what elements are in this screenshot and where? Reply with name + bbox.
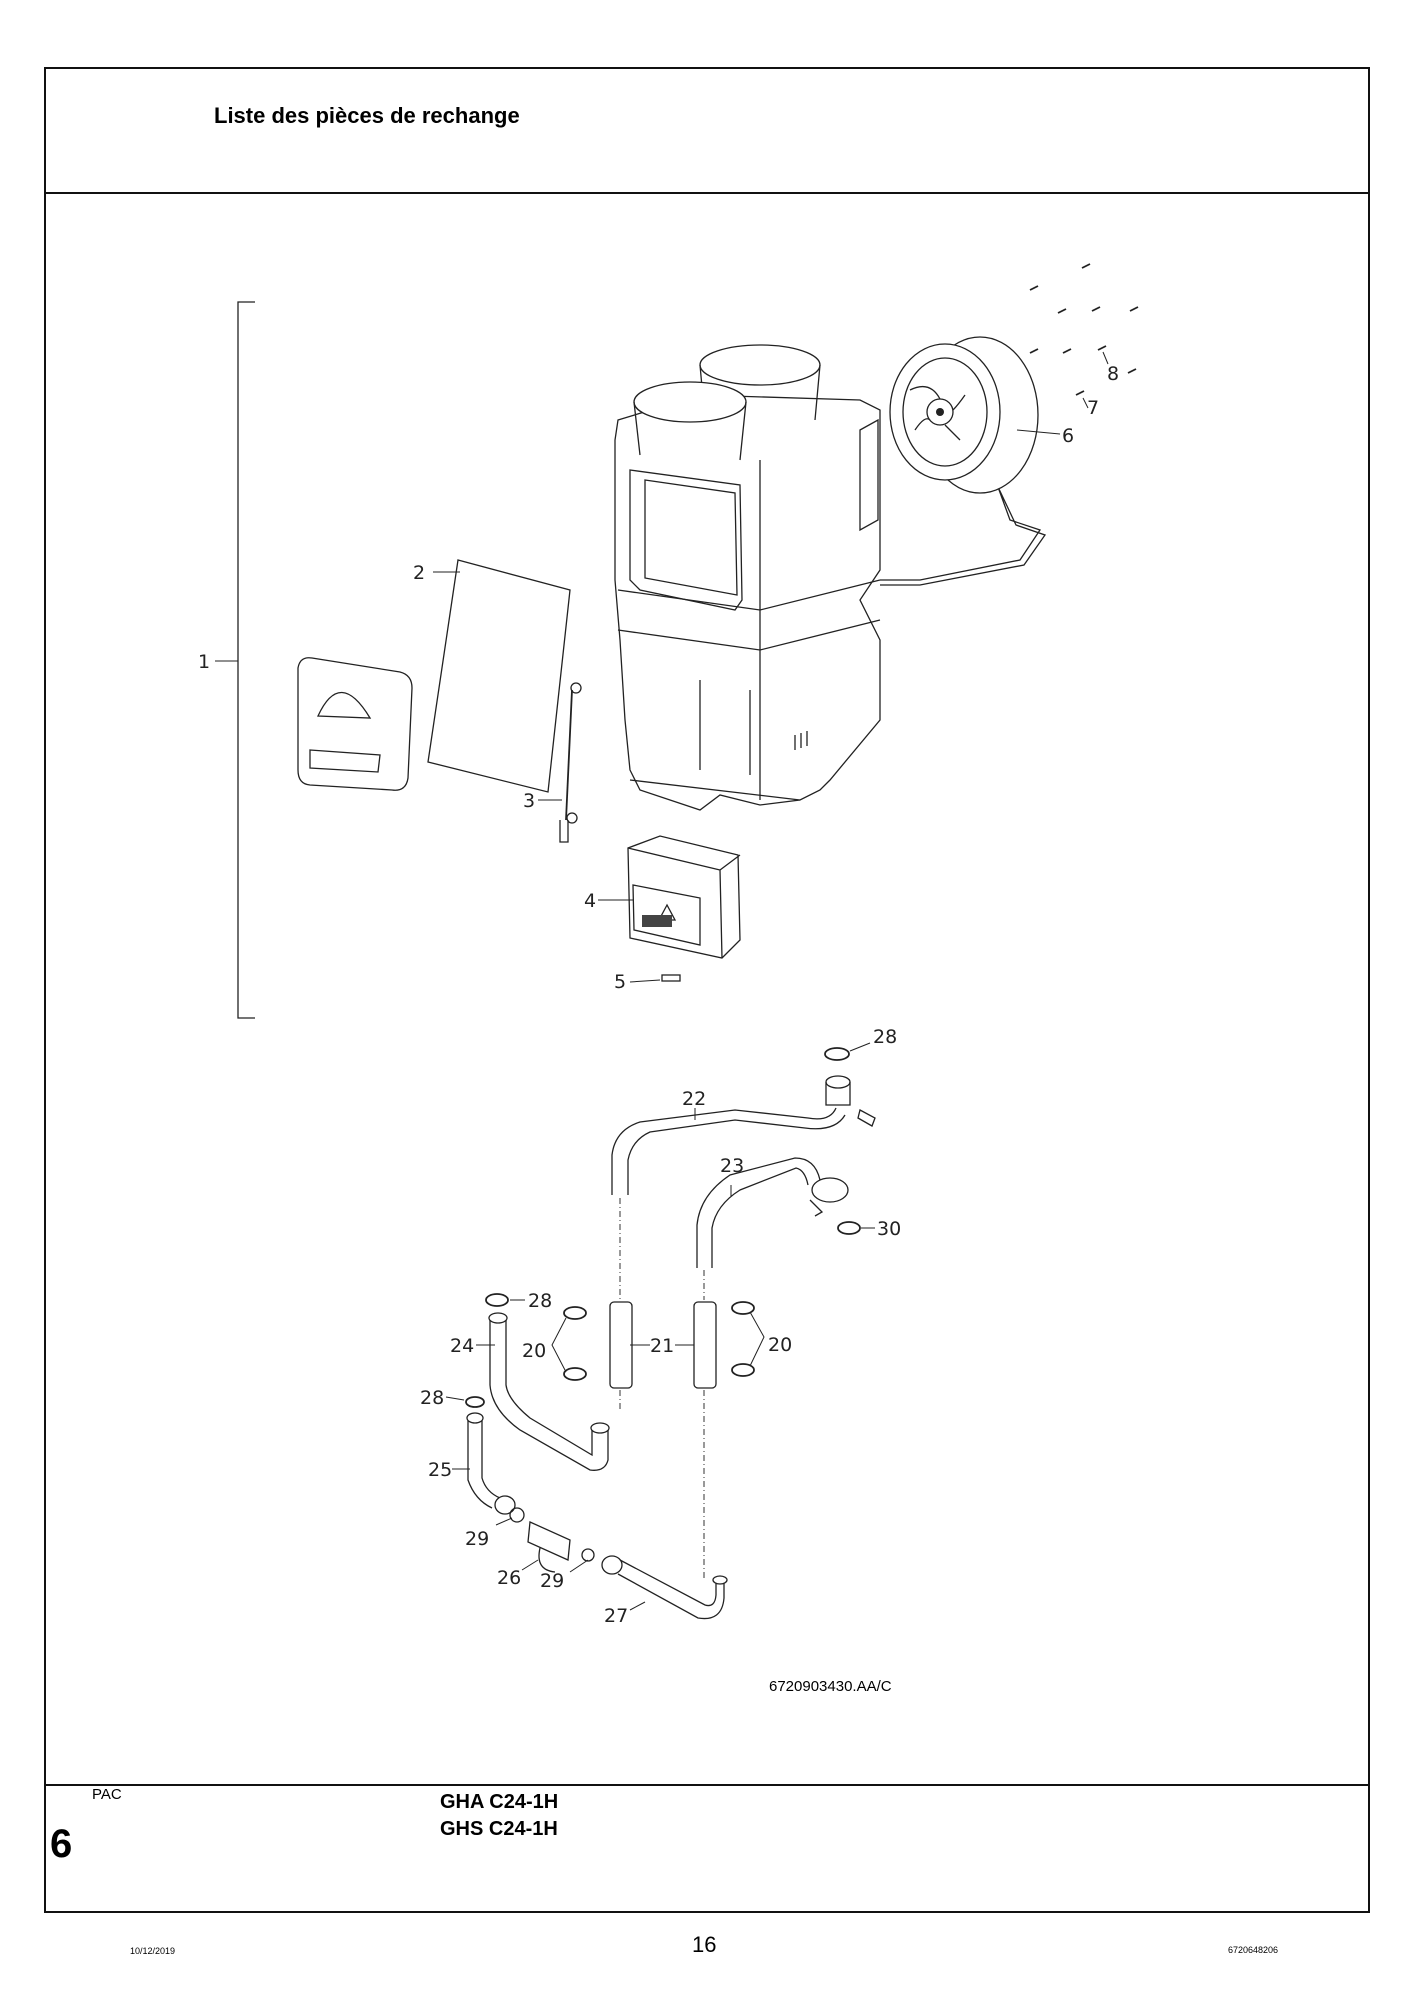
front-panel <box>297 657 413 791</box>
main-unit-housing <box>614 344 881 811</box>
header-divider <box>44 192 1370 194</box>
callout-6: 6 <box>1062 425 1074 447</box>
screws <box>1029 263 1139 396</box>
callout-26: 26 <box>497 1567 521 1589</box>
document-number: 6720648206 <box>1228 1945 1279 1955</box>
print-date: 10/12/2019 <box>130 1946 176 1956</box>
callout-1: 1 <box>198 651 210 673</box>
drawing-reference: 6720903430.AA/C <box>769 1678 892 1695</box>
o-rings <box>465 1047 861 1408</box>
filter-sheet <box>427 559 571 793</box>
model-name: GHA C24-1H <box>440 1791 559 1813</box>
fan-cable <box>880 464 1047 586</box>
chapter-number: 6 <box>50 1822 73 1866</box>
footer-divider <box>44 1784 1370 1786</box>
pipe-24 <box>488 1312 610 1471</box>
callout-3: 3 <box>523 790 535 812</box>
callout-23: 23 <box>720 1155 744 1177</box>
callout-4: 4 <box>584 890 596 912</box>
page-frame <box>44 67 1370 1913</box>
callout-28-top: 28 <box>873 1026 897 1048</box>
callout-20-right: 20 <box>768 1334 792 1356</box>
callout-5: 5 <box>614 971 626 993</box>
centrifugal-fan <box>889 336 1039 494</box>
section-label: PAC <box>92 1786 122 1803</box>
callout-28-mid: 28 <box>528 1290 552 1312</box>
hoses-21 <box>609 1301 717 1389</box>
electronics-box <box>627 835 741 959</box>
sensor-rod <box>559 682 582 843</box>
callout-30: 30 <box>877 1218 901 1240</box>
page-title: Liste des pièces de rechange <box>214 103 520 128</box>
fuse <box>661 974 681 982</box>
callout-28-low: 28 <box>420 1387 444 1409</box>
callout-2: 2 <box>413 562 425 584</box>
callout-29-right: 29 <box>540 1570 564 1592</box>
pipe-25-26-27 <box>466 1412 728 1620</box>
pipe-23 <box>696 1157 849 1268</box>
callout-8: 8 <box>1107 363 1119 385</box>
hose-clamps-20 <box>563 1301 755 1381</box>
callout-29-left: 29 <box>465 1528 489 1550</box>
callout-24: 24 <box>450 1335 474 1357</box>
callout-21: 21 <box>650 1335 674 1357</box>
callout-7: 7 <box>1087 397 1099 419</box>
callout-leaders <box>433 351 1109 1611</box>
callout-22: 22 <box>682 1088 706 1110</box>
assembly-bracket <box>215 301 255 1019</box>
page-number: 16 <box>692 1932 717 1957</box>
model-name: GHS C24-1H <box>440 1818 558 1840</box>
callout-20-left: 20 <box>522 1340 546 1362</box>
callout-25: 25 <box>428 1459 452 1481</box>
pipe-22 <box>611 1075 876 1195</box>
callout-27: 27 <box>604 1605 628 1627</box>
